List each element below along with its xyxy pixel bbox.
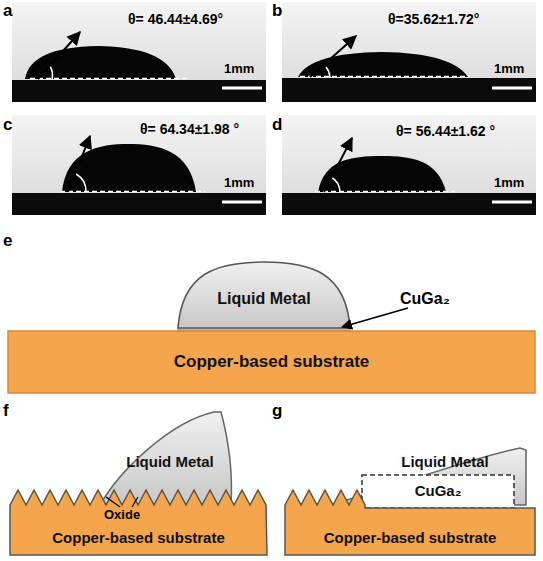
baseline-dashed — [30, 78, 190, 80]
material-label: CuGa₂ — [400, 290, 450, 308]
photo-substrate — [12, 193, 266, 215]
tangent-arrow — [324, 138, 352, 192]
scale-bar — [222, 201, 262, 204]
leader-arrow — [342, 308, 408, 327]
scale-bar — [492, 87, 532, 90]
shape-path — [8, 331, 535, 393]
droplet-photo — [62, 144, 196, 192]
angle-arc — [76, 174, 86, 192]
droplet-photo — [25, 46, 176, 79]
node-text: CuGa₂ — [362, 483, 514, 500]
angle-arc — [326, 67, 330, 77]
photo-background — [12, 2, 266, 102]
scale-text: 1mm — [494, 62, 524, 76]
node-text: Liquid Metal — [178, 290, 350, 308]
panel-letter: g — [272, 402, 282, 421]
shape-path — [285, 490, 535, 555]
cuga2-layer: CuGa₂ — [362, 475, 514, 508]
rough-copper-substrate: Copper-based substrate — [285, 490, 535, 555]
liquid-metal-droplet: Liquid Metal — [100, 412, 232, 505]
panel-letter: a — [3, 2, 12, 21]
angle-arc — [331, 177, 340, 192]
scale-text: 1mm — [224, 62, 254, 76]
baseline-dashed — [60, 191, 205, 193]
angle-arc — [50, 66, 52, 79]
angle-value: θ= 64.34±1.98 ° — [140, 122, 239, 137]
photo-background — [282, 2, 536, 102]
shape-path — [10, 490, 267, 555]
shape-path — [178, 262, 350, 328]
scale-text: 1mm — [224, 176, 254, 190]
photo-substrate — [12, 80, 266, 102]
panel-frame — [4, 245, 539, 397]
scale-text: 1mm — [494, 176, 524, 190]
tangent-arrow — [38, 32, 80, 79]
angle-value: θ= 56.44±1.62 ° — [396, 124, 495, 139]
photo-substrate — [282, 193, 536, 215]
panel-letter: c — [3, 116, 12, 135]
shape-path — [362, 475, 514, 508]
photo-background — [282, 115, 536, 215]
copper-substrate: Copper-based substrate — [8, 331, 535, 393]
baseline-dashed — [315, 191, 455, 193]
shape-path — [100, 412, 232, 505]
liquid-metal-droplet: Liquid Metal — [178, 262, 350, 328]
angle-value: θ=35.62±1.72° — [388, 12, 479, 27]
node-text: Copper-based substrate — [10, 530, 267, 547]
node-text: Copper-based substrate — [285, 530, 535, 547]
material-label: Oxide — [104, 508, 140, 522]
droplet-photo — [318, 156, 446, 192]
tangent-arrow — [68, 136, 90, 192]
scale-bar — [492, 201, 532, 204]
node-text: Liquid Metal — [110, 454, 230, 471]
panel-letter: f — [3, 402, 9, 421]
photo-background — [12, 115, 266, 215]
panel-letter: e — [3, 232, 12, 251]
node-text: Liquid Metal — [380, 454, 510, 471]
angle-value: θ= 46.44±4.69° — [128, 12, 223, 27]
scale-bar — [222, 87, 262, 90]
node-text: Copper-based substrate — [8, 353, 535, 372]
panel-letter: d — [272, 116, 282, 135]
rough-copper-substrate: Copper-based substrate — [10, 490, 267, 555]
panel-letter: b — [272, 2, 282, 21]
photo-substrate — [282, 78, 536, 102]
tangent-arrow — [310, 36, 356, 77]
baseline-dashed — [300, 76, 470, 78]
